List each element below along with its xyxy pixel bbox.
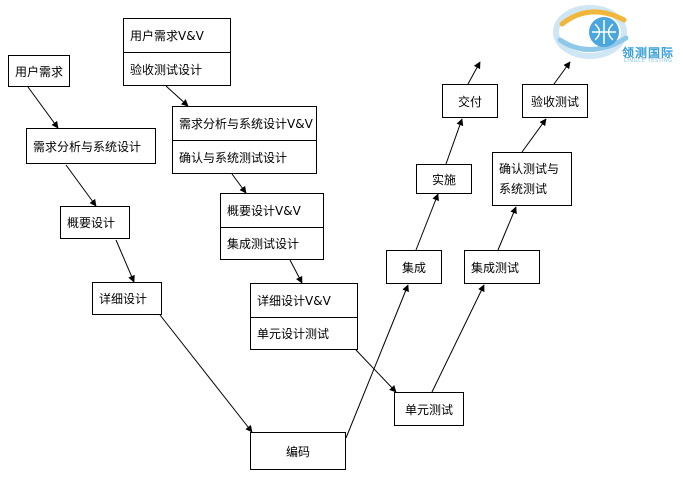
arrow-detailed-to-coding: [159, 314, 253, 433]
arrow-vv3-to-vv4: [289, 259, 303, 284]
logo-name: 领测国际: [622, 46, 675, 60]
box-acceptance-test: 验收测试: [522, 84, 588, 118]
stack-row-bottom: 验收测试设计: [124, 52, 230, 85]
arrow-acceptance-out: [553, 61, 571, 85]
arrow-vv2-to-vv3: [231, 173, 247, 194]
arrow-coding-to-integration: [345, 284, 409, 439]
arrow-integration-to-implementation: [415, 193, 439, 251]
stack-user-requirements-vv: 用户需求V&V 验收测试设计: [123, 18, 231, 86]
box-delivery: 交付: [442, 84, 498, 118]
arrow-confirmation-to-acceptance: [521, 118, 547, 153]
stack-row-bottom: 单元设计测试: [251, 316, 357, 350]
box-integration: 集成: [386, 250, 442, 284]
box-requirements-analysis: 需求分析与系统设计: [26, 128, 156, 164]
company-logo: [553, 5, 629, 59]
arrow-implementation-to-delivery: [445, 118, 464, 165]
box-user-requirements: 用户需求: [8, 55, 70, 87]
arrow-integration-test-to-confirmation: [497, 206, 517, 251]
stack-preliminary-design-vv: 概要设计V&V 集成测试设计: [220, 193, 324, 260]
stack-row-top: 详细设计V&V: [257, 293, 331, 308]
logo-subtitle: LINGCE TESTING: [624, 58, 673, 64]
arrow-vv1-to-vv2: [165, 85, 189, 107]
stack-detailed-design-vv: 详细设计V&V 单元设计测试: [250, 283, 358, 350]
stack-row-bottom: 集成测试设计: [221, 226, 323, 260]
box-unit-test: 单元测试: [394, 392, 464, 426]
box-preliminary-design: 概要设计: [60, 206, 130, 239]
box-confirmation-system-test: 确认测试与 系统测试: [492, 152, 572, 206]
stack-row-top: 概要设计V&V: [227, 203, 301, 218]
arrow-unit-test-to-integration-test: [431, 284, 485, 393]
stack-requirements-analysis-vv: 需求分析与系统设计V&V 确认与系统测试设计: [172, 106, 317, 174]
stack-row-bottom: 确认与系统测试设计: [173, 140, 316, 173]
arrow-delivery-out: [467, 61, 481, 85]
confirmation-line-2: 系统测试: [499, 182, 548, 196]
stack-row-top: 用户需求V&V: [130, 29, 204, 43]
arrow-prelim-to-detailed: [115, 239, 135, 283]
box-detailed-design: 详细设计: [92, 282, 162, 315]
confirmation-line-1: 确认测试与: [499, 162, 560, 176]
arrow-analysis-to-prelim: [65, 164, 97, 207]
stack-row-top: 需求分析与系统设计V&V: [179, 117, 313, 131]
box-implementation: 实施: [416, 164, 472, 194]
box-integration-test: 集成测试: [464, 250, 540, 284]
arrow-user-req-to-analysis: [27, 86, 59, 129]
box-coding: 编码: [250, 432, 346, 470]
arrow-vv4-to-unit-test: [355, 349, 397, 393]
